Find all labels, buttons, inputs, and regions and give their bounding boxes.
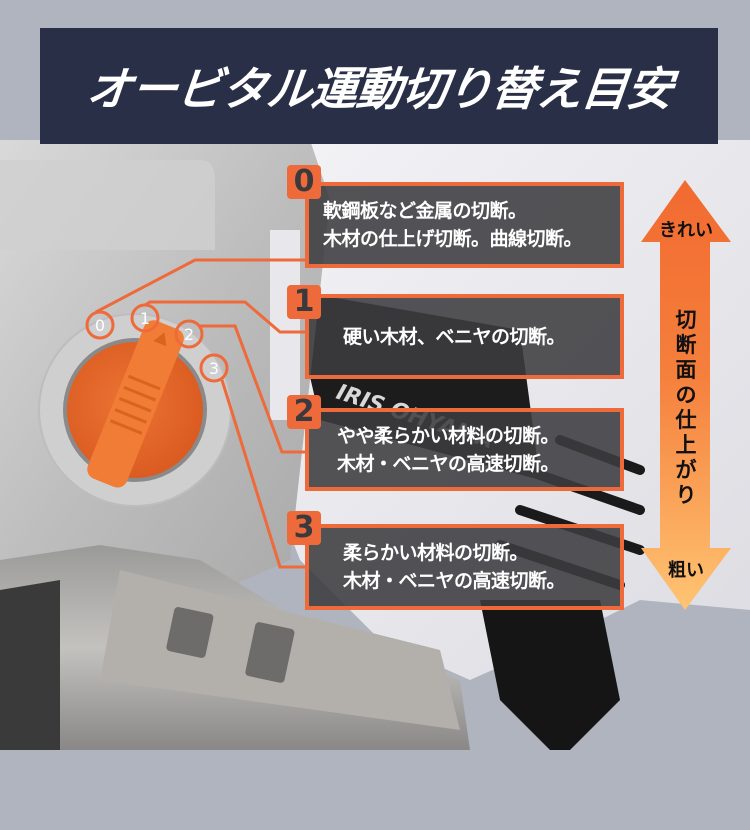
setting-3-line-1: 柔らかい材料の切断。 [343, 542, 529, 564]
scale-bottom-label: 粗い [668, 560, 704, 581]
setting-3-line-2: 木材・ベニヤの高速切断。 [343, 570, 566, 592]
svg-text:1: 1 [140, 309, 150, 328]
setting-2-line-1: やや柔らかい材料の切断。 [337, 424, 560, 447]
cut-quality-scale: きれい 切 断 面 の 仕 上 が り 粗い [640, 178, 732, 612]
setting-0-line-2: 木材の仕上げ切断。曲線切断。 [323, 228, 583, 250]
setting-2-box: やや柔らかい材料の切断。 木材・ベニヤの高速切断。 [305, 408, 624, 491]
setting-0-box: 軟鋼板など金属の切断。 木材の仕上げ切断。曲線切断。 [305, 182, 624, 268]
setting-2-line-2: 木材・ベニヤの高速切断。 [337, 452, 560, 475]
svg-text:0: 0 [95, 316, 105, 335]
svg-text:3: 3 [209, 359, 219, 378]
axis-char: 仕 [675, 408, 697, 432]
axis-char: 切 [675, 308, 697, 332]
axis-char: 面 [675, 358, 697, 382]
setting-0-badge: 0 [287, 165, 321, 199]
page-title: オービタル運動切り替え目安 [83, 62, 675, 116]
axis-char: 断 [675, 333, 697, 357]
setting-1-badge: 1 [287, 285, 321, 319]
axis-char: り [675, 483, 697, 507]
svg-text:2: 2 [184, 325, 194, 344]
scale-axis-label: 切 断 面 の 仕 上 が り [640, 308, 732, 508]
setting-3-badge: 3 [287, 511, 321, 545]
axis-char: 上 [675, 433, 697, 457]
setting-3-box: 柔らかい材料の切断。 木材・ベニヤの高速切断。 [305, 524, 624, 610]
axis-char: の [675, 383, 697, 407]
setting-1-box: 硬い木材、ベニヤの切断。 [305, 294, 624, 379]
setting-2-badge: 2 [287, 395, 321, 429]
setting-1-line-1: 硬い木材、ベニヤの切断。 [343, 325, 566, 348]
setting-0-line-1: 軟鋼板など金属の切断。 [323, 200, 527, 222]
double-arrow-icon [641, 180, 731, 610]
scale-top-label: きれい [659, 220, 713, 241]
title-banner: オービタル運動切り替え目安 [40, 28, 718, 144]
axis-char: が [675, 458, 697, 482]
